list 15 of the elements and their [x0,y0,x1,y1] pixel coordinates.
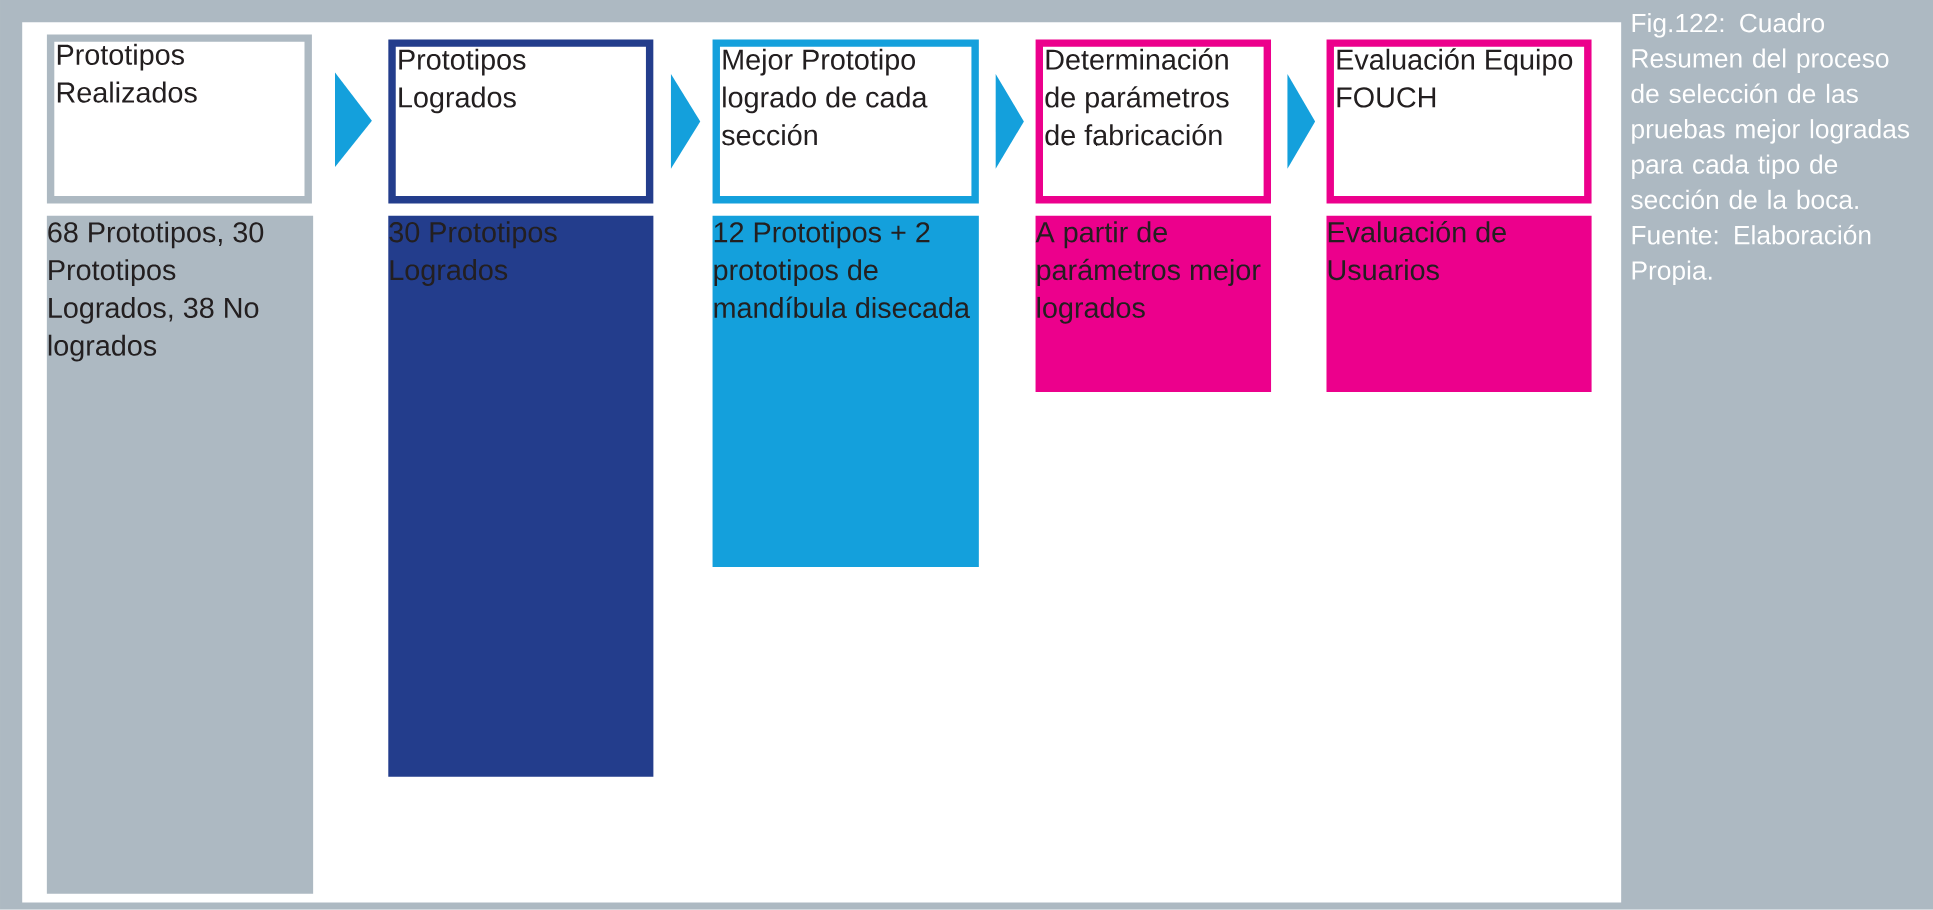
chevron-arrow [335,72,372,168]
description-block: 68 Prototipos, 30 Prototipos Logrados, 38 No logrados [46,215,314,894]
description-block: Evaluación de Usuarios [1326,215,1592,393]
step-box: Prototipos Realizados [46,34,312,204]
chevron-arrow [1287,74,1316,169]
chevron-arrow [670,74,701,169]
step-box: Mejor Prototipo logrado de cada sección [712,39,979,204]
description-block: 30 Prototipos Logrados [388,215,654,777]
step-box: Evaluación Equipo FOUCH [1326,39,1592,204]
step-box: Determinación de parámetros de fabricación [1035,39,1271,204]
description-block: 12 Prototipos + 2 prototipos de mandíbula disecada [712,215,979,568]
chevron-arrow [995,74,1024,169]
description-block: A partir de parámetros mejor logrados [1035,215,1272,393]
figure-caption: Fig.122: Cuadro Resumen del proceso de selección de las pruebas mejor logradas para cada tipo de sección de la boca. Fuente: Elaboración Propia. [1631,13,1910,286]
step-box: Prototipos Logrados [388,39,654,204]
